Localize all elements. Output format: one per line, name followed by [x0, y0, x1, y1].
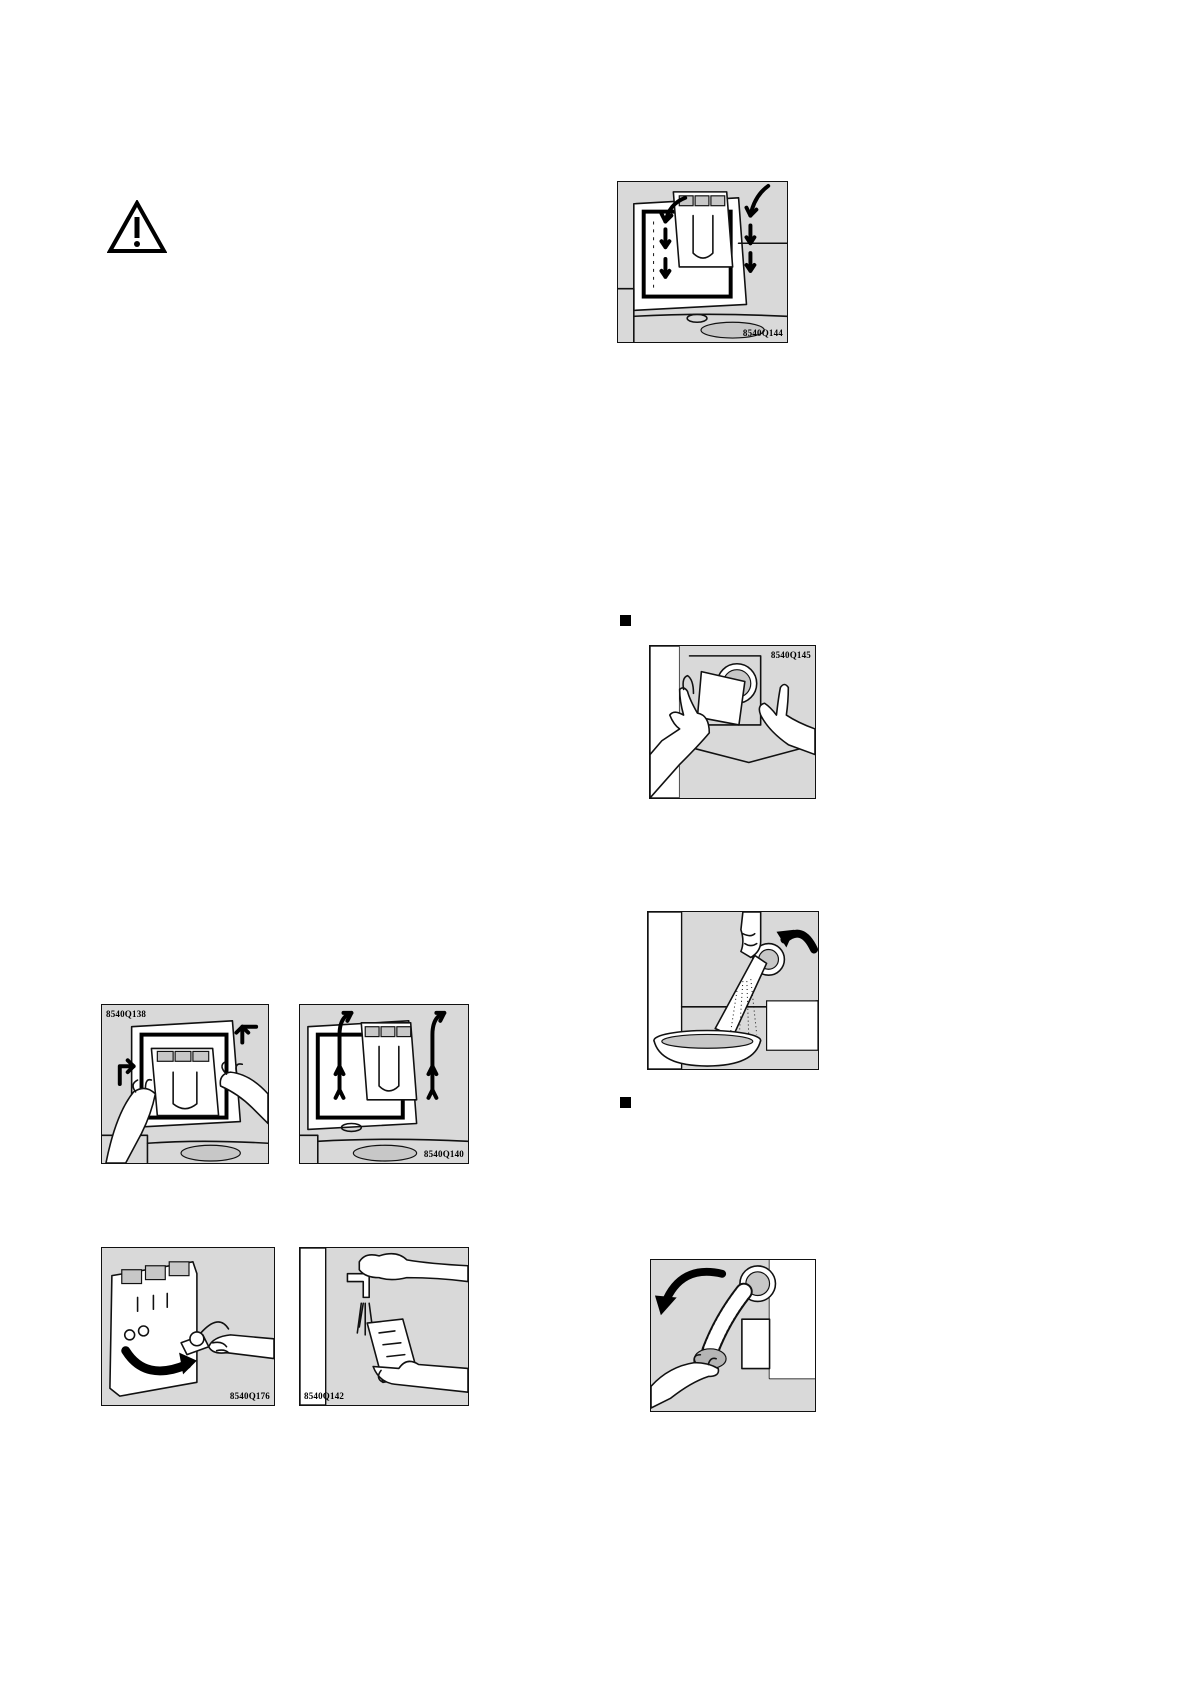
figure-code: 8540Q144 — [743, 328, 783, 338]
figure-drawer-rinse: 8540Q142 — [299, 1247, 469, 1406]
figure-dispenser-refit: 8540Q144 — [617, 181, 788, 343]
figure-siphon-cap-removal: 8540Q176 — [101, 1247, 275, 1406]
figure-dispenser-removal: 8540Q138 — [101, 1004, 269, 1164]
figure-dispenser-lift: 8540Q140 — [299, 1004, 469, 1164]
figure-code: 8540Q176 — [230, 1391, 270, 1401]
figure-pump-door-open: 8540Q145 — [649, 645, 816, 799]
figure-code: 8540Q140 — [424, 1149, 464, 1159]
figure-code: 8540Q142 — [304, 1391, 344, 1401]
square-bullet-icon — [620, 615, 631, 626]
figure-code: 8540Q145 — [771, 650, 811, 660]
figure-pump-drain-basin — [647, 911, 819, 1070]
figure-code: 8540Q138 — [106, 1009, 146, 1019]
warning-triangle-icon — [107, 200, 167, 254]
square-bullet-icon — [620, 1097, 631, 1108]
figure-pump-filter-unscrew — [650, 1259, 816, 1412]
